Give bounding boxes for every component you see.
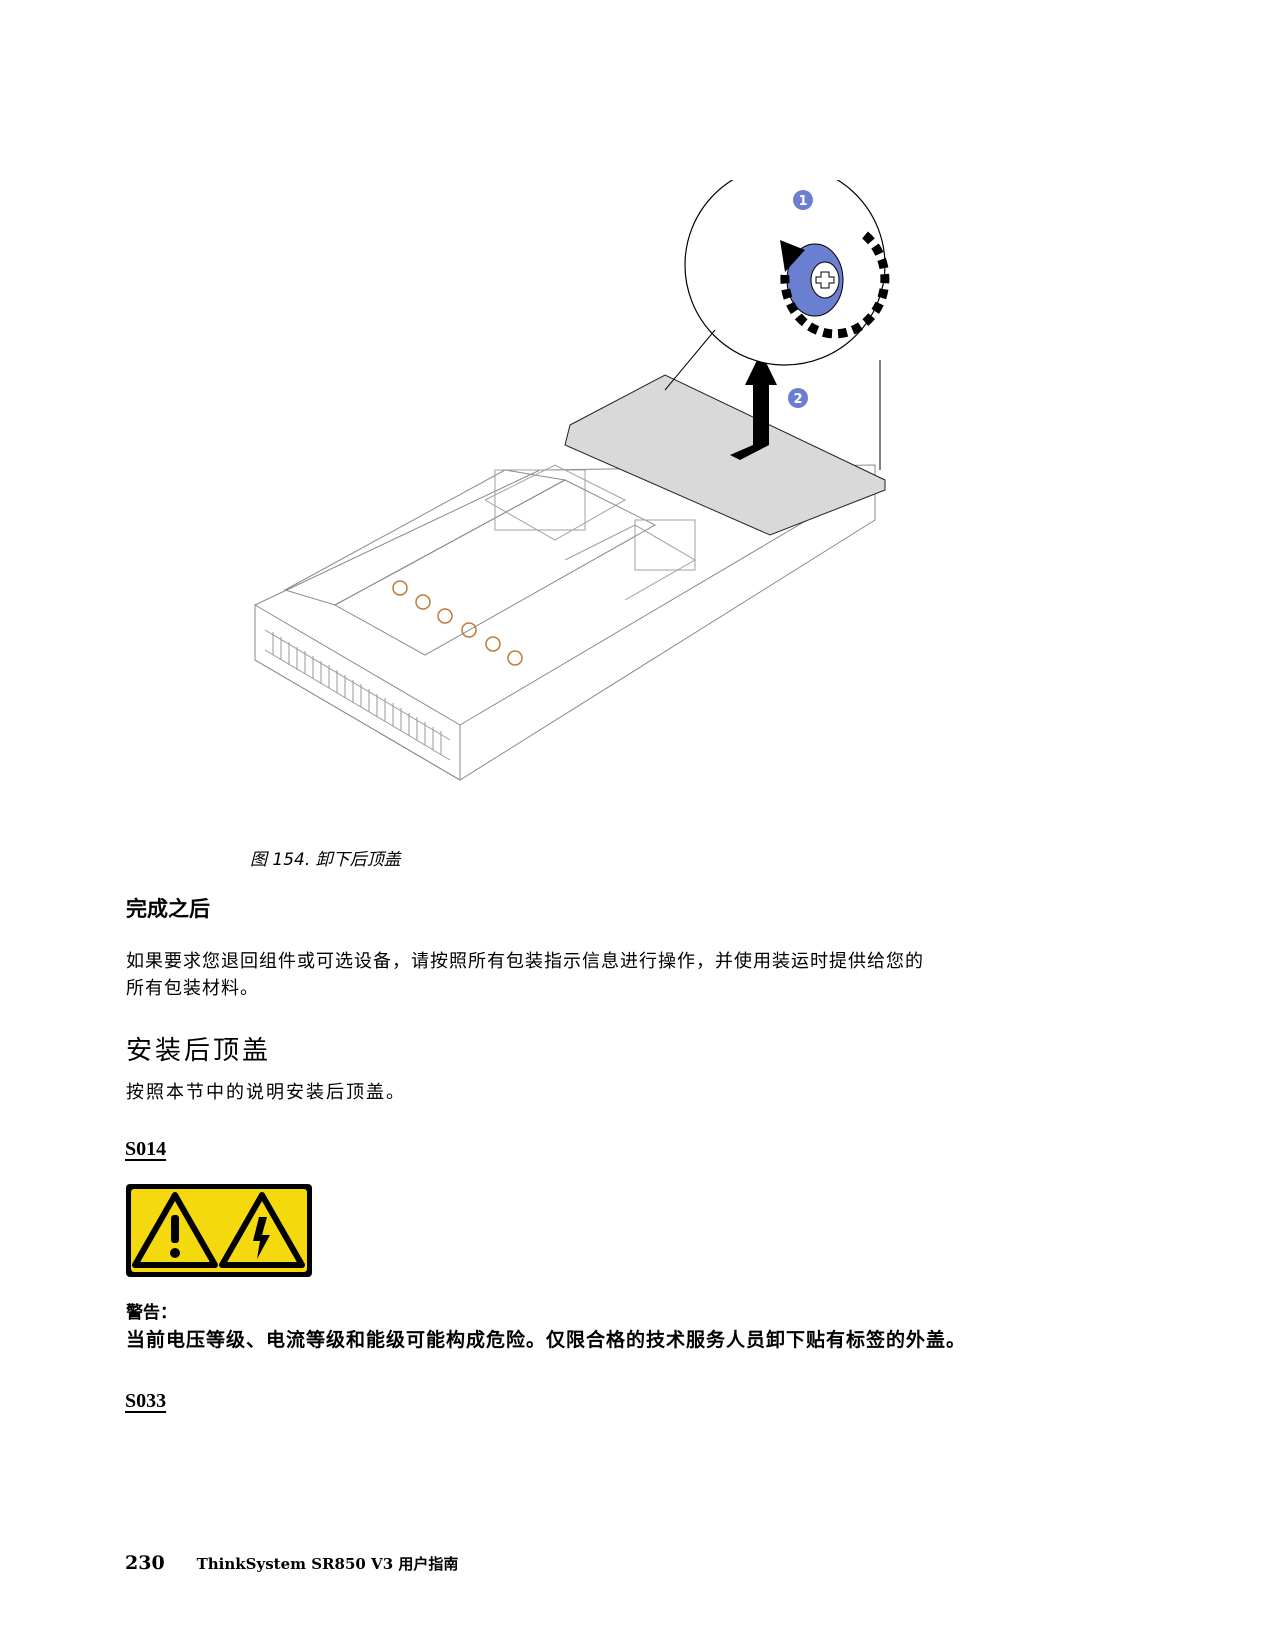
- section-heading-install: 安装后顶盖: [126, 1036, 272, 1066]
- figure-remove-rear-top-cover: 1 2: [225, 164, 985, 825]
- server-illustration: 1 2: [254, 164, 890, 781]
- body-line: 如果要求您退回组件或可选设备，请按照所有包装指示信息进行操作，并使用装运时提供给…: [126, 951, 924, 972]
- warning-title: 警告：: [126, 1303, 177, 1323]
- section-heading-after: 完成之后: [126, 897, 210, 921]
- page-number: 230: [125, 1552, 165, 1574]
- statement-id-s014: S014: [125, 1138, 167, 1160]
- statement-id-s033: S033: [125, 1390, 167, 1412]
- warning-text: 当前电压等级、电流等级和能级可能构成危险。仅限合格的技术服务人员卸下贴有标签的外…: [126, 1329, 967, 1351]
- install-intro: 按照本节中的说明安装后顶盖。: [126, 1082, 406, 1103]
- callout-2: 2: [793, 392, 802, 407]
- doc-title: ThinkSystem SR850 V3 用户指南: [196, 1555, 459, 1573]
- callout-1: 1: [798, 194, 807, 209]
- after-body: 如果要求您退回组件或可选设备，请按照所有包装指示信息进行操作，并使用装运时提供给…: [126, 948, 1166, 1002]
- caution-icon: [132, 1192, 218, 1268]
- figure-caption: 图 154. 卸下后顶盖: [250, 850, 401, 870]
- page-footer: 230 ThinkSystem SR850 V3 用户指南: [125, 1552, 458, 1574]
- safety-label: [125, 1183, 313, 1278]
- body-line: 所有包装材料。: [126, 978, 259, 999]
- electrical-hazard-icon: [219, 1192, 305, 1268]
